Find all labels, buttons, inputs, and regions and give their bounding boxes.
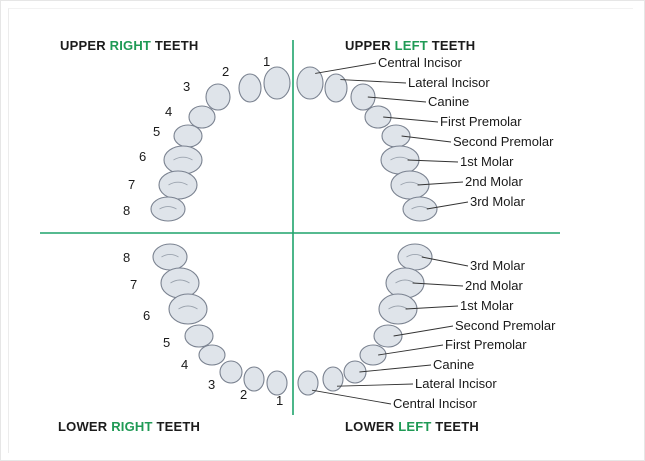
label-lower-lateral-incisor: Lateral Incisor <box>415 376 497 391</box>
tooth-upper-right-1st-molar <box>164 146 202 174</box>
tooth-lower-right-first-premolar <box>199 345 225 365</box>
number-upper-canine: 3 <box>183 79 190 94</box>
number-lower-first-premolar: 4 <box>181 357 188 372</box>
leader-lower-central-incisor <box>312 390 391 404</box>
tooth-lower-left-lateral-incisor <box>323 367 343 391</box>
tooth-upper-left-second-premolar <box>382 125 410 147</box>
label-upper-1st-molar: 1st Molar <box>460 154 514 169</box>
number-upper-3rd-molar: 8 <box>123 203 130 218</box>
leader-upper-canine <box>368 97 426 102</box>
tooth-lower-left-3rd-molar <box>398 244 432 270</box>
label-upper-lateral-incisor: Lateral Incisor <box>408 75 490 90</box>
tooth-lower-right-central-incisor <box>267 371 287 395</box>
teeth-group <box>151 67 437 395</box>
number-lower-canine: 3 <box>208 377 215 392</box>
label-lower-canine: Canine <box>433 357 474 372</box>
tooth-lower-left-central-incisor <box>298 371 318 395</box>
tooth-lower-right-1st-molar <box>169 294 207 324</box>
leader-lower-canine <box>359 365 431 372</box>
tooth-upper-left-3rd-molar <box>403 197 437 221</box>
leader-upper-first-premolar <box>383 117 438 122</box>
tooth-upper-right-canine <box>206 84 230 110</box>
tooth-upper-right-3rd-molar <box>151 197 185 221</box>
leader-upper-lateral-incisor <box>340 80 406 83</box>
leader-upper-central-incisor <box>315 63 376 73</box>
quadrant-dividers <box>40 40 560 415</box>
tooth-upper-left-central-incisor <box>297 67 323 99</box>
number-upper-lateral-incisor: 2 <box>222 64 229 79</box>
tooth-lower-right-canine <box>220 361 242 383</box>
label-upper-2nd-molar: 2nd Molar <box>465 174 523 189</box>
leader-lower-lateral-incisor <box>337 384 413 386</box>
tooth-lower-left-first-premolar <box>360 345 386 365</box>
number-lower-3rd-molar: 8 <box>123 250 130 265</box>
tooth-upper-right-first-premolar <box>189 106 215 128</box>
label-upper-3rd-molar: 3rd Molar <box>470 194 526 209</box>
tooth-upper-left-lateral-incisor <box>325 74 347 102</box>
leader-lower-second-premolar <box>394 326 453 336</box>
number-lower-lateral-incisor: 2 <box>240 387 247 402</box>
tooth-upper-right-second-premolar <box>174 125 202 147</box>
number-lower-central-incisor: 1 <box>276 393 283 408</box>
tooth-upper-right-central-incisor <box>264 67 290 99</box>
number-upper-1st-molar: 6 <box>139 149 146 164</box>
label-upper-canine: Canine <box>428 94 469 109</box>
number-upper-central-incisor: 1 <box>263 54 270 69</box>
tooth-upper-right-lateral-incisor <box>239 74 261 102</box>
tooth-lower-right-second-premolar <box>185 325 213 347</box>
number-upper-first-premolar: 4 <box>165 104 172 119</box>
label-upper-first-premolar: First Premolar <box>440 114 522 129</box>
label-lower-2nd-molar: 2nd Molar <box>465 278 523 293</box>
label-lower-central-incisor: Central Incisor <box>393 396 477 411</box>
label-lower-first-premolar: First Premolar <box>445 337 527 352</box>
label-lower-1st-molar: 1st Molar <box>460 298 514 313</box>
number-lower-second-premolar: 5 <box>163 335 170 350</box>
number-upper-second-premolar: 5 <box>153 124 160 139</box>
tooth-lower-right-3rd-molar <box>153 244 187 270</box>
tooth-lower-left-second-premolar <box>374 325 402 347</box>
number-lower-2nd-molar: 7 <box>130 277 137 292</box>
tooth-upper-right-2nd-molar <box>159 171 197 199</box>
label-lower-second-premolar: Second Premolar <box>455 318 556 333</box>
label-lower-3rd-molar: 3rd Molar <box>470 258 526 273</box>
label-upper-central-incisor: Central Incisor <box>378 55 462 70</box>
number-lower-1st-molar: 6 <box>143 308 150 323</box>
number-upper-2nd-molar: 7 <box>128 177 135 192</box>
label-upper-second-premolar: Second Premolar <box>453 134 554 149</box>
tooth-lower-right-2nd-molar <box>161 268 199 298</box>
